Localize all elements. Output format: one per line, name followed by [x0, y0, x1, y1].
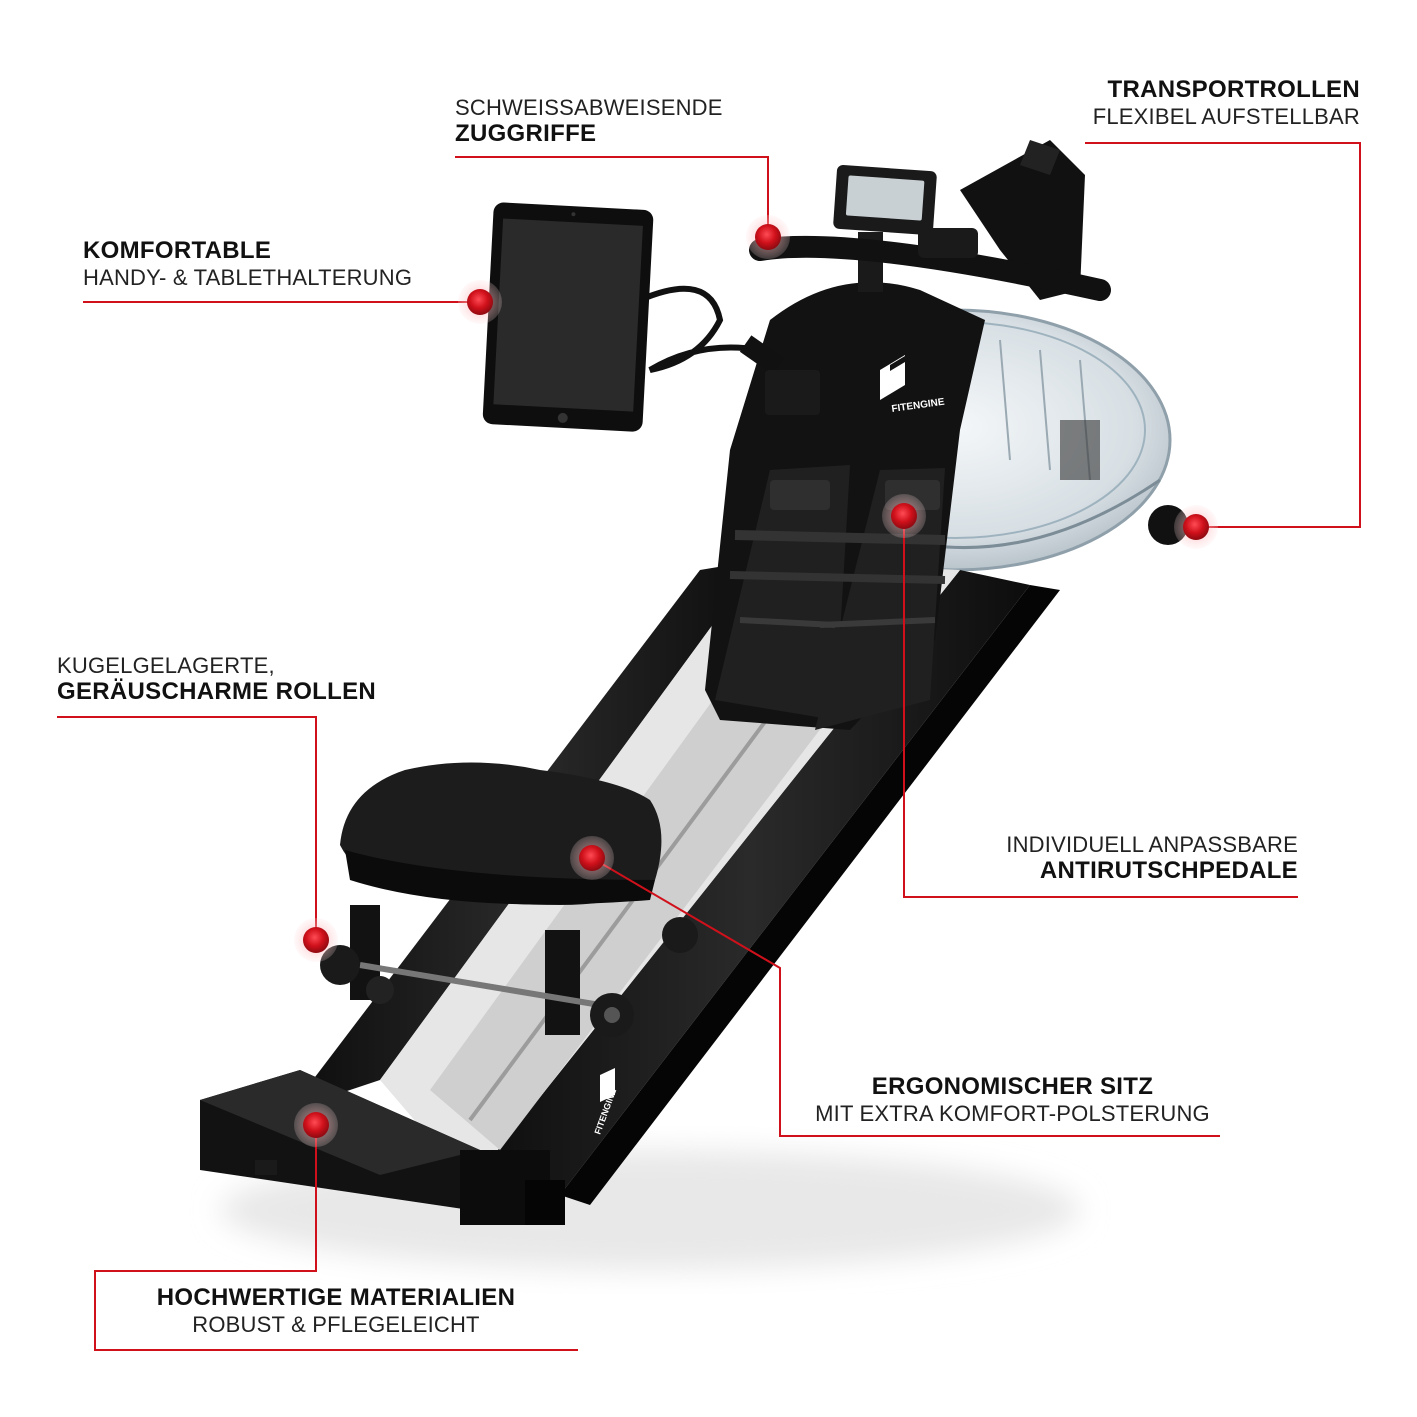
callout-rollers-line2: GERÄUSCHARME ROLLEN — [57, 678, 377, 706]
callout-sweat-grips: SCHWEISSABWEISENDE ZUGGRIFFE — [455, 95, 723, 148]
callout-seat-line2: MIT EXTRA KOMFORT-POLSTERUNG — [815, 1100, 1210, 1126]
pedal-left — [715, 465, 850, 720]
hotspot-transport — [1174, 505, 1218, 549]
callout-materials-line1: HOCHWERTIGE MATERIALIEN — [156, 1284, 516, 1311]
callout-sweat-line2: ZUGGRIFFE — [455, 120, 597, 148]
callout-pedals-line2: ANTIRUTSCHPEDALE — [1039, 857, 1298, 885]
hotspot-seat — [570, 836, 614, 880]
callout-tablet-holder: KOMFORTABLE HANDY- & TABLETHALTERUNG — [83, 237, 412, 290]
callout-sweat-line1: SCHWEISSABWEISENDE — [455, 95, 723, 120]
callout-tablet-line2: HANDY- & TABLETHALTERUNG — [83, 264, 413, 290]
leader-lines — [57, 142, 1361, 1351]
hotspot-rollers — [294, 918, 338, 962]
callout-rollers-line1: KUGELGELAGERTE, — [57, 653, 275, 678]
hotspot-tablet — [458, 280, 502, 324]
callout-transport-wheels: TRANSPORTROLLEN FLEXIBEL AUFSTELLBAR — [1093, 76, 1360, 129]
rail-right — [470, 570, 1030, 1195]
seat-frame-right — [545, 930, 580, 1035]
callout-transport-line2: FLEXIBEL AUFSTELLBAR — [1092, 103, 1360, 129]
callout-tablet-line1: KOMFORTABLE — [83, 237, 272, 264]
hotspot-handles — [746, 215, 790, 259]
callout-materials-line2: ROBUST & PFLEGELEICHT — [192, 1311, 480, 1337]
tablet — [482, 202, 654, 432]
rear-tower — [960, 140, 1085, 300]
callout-rollers: KUGELGELAGERTE, GERÄUSCHARME ROLLEN — [57, 653, 376, 706]
hotspot-pedals — [882, 494, 926, 538]
callout-materials: HOCHWERTIGE MATERIALIEN ROBUST & PFLEGEL… — [110, 1284, 562, 1337]
hotspots — [294, 215, 1218, 1147]
hotspot-materials — [294, 1103, 338, 1147]
callout-transport-line1: TRANSPORTROLLEN — [1107, 76, 1360, 103]
callout-seat-line1: ERGONOMISCHER SITZ — [871, 1073, 1154, 1100]
callout-seat: ERGONOMISCHER SITZ MIT EXTRA KOMFORT-POL… — [800, 1073, 1225, 1126]
callout-pedals: INDIVIDUELL ANPASSBARE ANTIRUTSCHPEDALE — [1006, 832, 1298, 885]
callout-pedals-line1: INDIVIDUELL ANPASSBARE — [1006, 832, 1298, 857]
